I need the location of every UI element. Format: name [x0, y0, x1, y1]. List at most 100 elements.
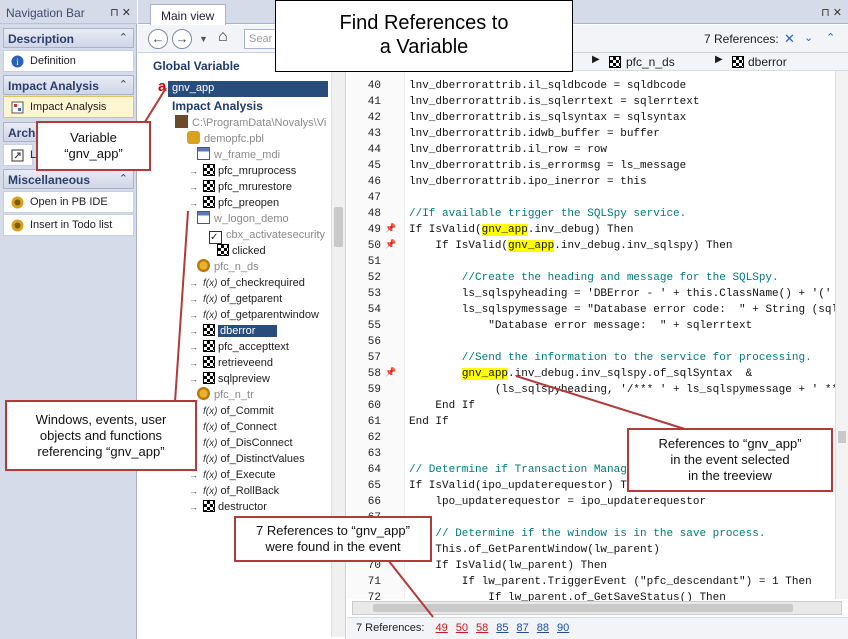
- function-icon: f(x): [203, 438, 218, 449]
- tree-row[interactable]: →f(x)of_Execute: [189, 467, 276, 483]
- code-line[interactable]: End If: [409, 416, 449, 428]
- section-impact-analysis[interactable]: Impact Analysis⌃: [3, 75, 134, 95]
- callout-line: in the treeview: [688, 468, 772, 483]
- chevron-up-icon[interactable]: ⌃: [118, 79, 128, 91]
- tree-row[interactable]: →pfc_preopen: [189, 195, 279, 211]
- tree-row[interactable]: →retrieveend: [189, 355, 273, 371]
- reference-link[interactable]: 87: [516, 622, 529, 634]
- code-line[interactable]: lnv_dberrorattrib.idwb_buffer = buffer: [409, 128, 660, 140]
- nav-item-arch[interactable]: L: [3, 144, 36, 166]
- code-line[interactable]: // Determine if the window is in the sav…: [409, 528, 766, 540]
- code-line[interactable]: lnv_dberrorattrib.is_errormsg = ls_messa…: [409, 160, 687, 172]
- code-line[interactable]: lnv_dberrorattrib.is_sqlsyntax = sqlsynt…: [409, 112, 687, 124]
- code-line[interactable]: gnv_app.inv_debug.inv_sqlspy.of_sqlSynta…: [461, 368, 753, 380]
- tree-row-label: pfc_n_ds: [214, 261, 259, 273]
- nav-item-label: Insert in Todo list: [30, 219, 113, 231]
- code-line[interactable]: //If available trigger the SQLSpy servic…: [409, 208, 687, 220]
- tree-row[interactable]: →pfc_accepttext: [189, 339, 289, 355]
- code-line[interactable]: (ls_sqlspyheading, '/*** ' + ls_sqlspyme…: [409, 384, 845, 396]
- tree-row[interactable]: →sqlpreview: [189, 371, 270, 387]
- code-line[interactable]: End If: [409, 400, 476, 412]
- reference-link[interactable]: 50: [455, 622, 469, 634]
- breadcrumb-event[interactable]: dberror: [748, 55, 787, 69]
- tree-row[interactable]: demopfc.pbl: [187, 131, 264, 147]
- navigation-bar-pin-close[interactable]: ⊓ ✕: [110, 7, 131, 19]
- found-callout: 7 References to “gnv_app” were found in …: [234, 516, 432, 562]
- tree-row[interactable]: →pfc_mrurestore: [189, 179, 292, 195]
- forward-button[interactable]: →: [172, 29, 192, 49]
- nav-item-impact-analysis[interactable]: Impact Analysis: [3, 96, 134, 118]
- nav-item-open-in-pb-ide[interactable]: Open in PB IDE: [3, 191, 134, 213]
- code-vertical-scrollbar[interactable]: [835, 71, 848, 599]
- code-line[interactable]: If IsValid(ipo_updaterequestor) T: [409, 480, 627, 492]
- reference-link[interactable]: 85: [496, 622, 509, 634]
- chevron-up-icon[interactable]: ⌃: [118, 32, 128, 44]
- callout-line: “gnv_app”: [64, 146, 123, 161]
- tree-row-label: of_RollBack: [220, 485, 280, 497]
- code-line[interactable]: This.of_GetParentWindow(lw_parent): [409, 544, 660, 556]
- tree-row[interactable]: →f(x)of_getparentwindow: [189, 307, 319, 323]
- tree-row[interactable]: →f(x)of_checkrequired: [189, 275, 305, 291]
- section-miscellaneous[interactable]: Miscellaneous ⌃: [3, 169, 134, 189]
- chevron-down-icon[interactable]: ⌄: [804, 32, 814, 44]
- tree-row[interactable]: pfc_n_tr: [197, 387, 254, 403]
- clear-search-icon[interactable]: ✕: [784, 31, 795, 46]
- code-line[interactable]: lnv_dberrorattrib.il_sqldbcode = sqldbco…: [409, 80, 687, 92]
- tree-scrollbar[interactable]: [331, 57, 345, 637]
- tree-row[interactable]: →pfc_mruprocess: [189, 163, 296, 179]
- nav-item-insert-todo[interactable]: Insert in Todo list: [3, 214, 134, 236]
- line-number: 60: [367, 400, 381, 412]
- code-line[interactable]: "Database error message: " + sqlerrtext: [409, 320, 753, 332]
- tab-main-view[interactable]: Main view: [150, 4, 226, 25]
- breadcrumb-object[interactable]: pfc_n_ds: [626, 55, 675, 69]
- tree-row[interactable]: →destructor: [189, 499, 267, 515]
- code-line[interactable]: If IsValid(lw_parent) Then: [409, 560, 608, 572]
- code-line[interactable]: lpo_updaterequestor = ipo_updaterequesto…: [409, 496, 707, 508]
- tree-row[interactable]: pfc_n_ds: [197, 259, 259, 275]
- tree-row[interactable]: C:\ProgramData\Novalys\Vi: [175, 115, 326, 131]
- history-dropdown-icon[interactable]: ▼: [199, 34, 208, 44]
- section-description[interactable]: Description⌃: [3, 28, 134, 48]
- tree-row[interactable]: clicked: [217, 243, 266, 259]
- tree-row[interactable]: →dberror: [189, 323, 278, 339]
- tree-row[interactable]: →f(x)of_getparent: [189, 291, 282, 307]
- tree-row[interactable]: w_logon_demo: [197, 211, 289, 227]
- line-number: 42: [367, 112, 381, 124]
- code-line[interactable]: lnv_dberrorattrib.il_row = row: [409, 144, 608, 156]
- reference-pin-icon[interactable]: 📌: [385, 223, 397, 233]
- section-label: Miscellaneous: [8, 173, 91, 187]
- tree-row[interactable]: w_frame_mdi: [197, 147, 280, 163]
- reference-pin-icon[interactable]: 📌: [385, 367, 397, 377]
- code-line[interactable]: If IsValid(gnv_app.inv_debug.inv_sqlspy)…: [409, 240, 733, 252]
- windows-callout: Windows, events, user objects and functi…: [5, 400, 197, 471]
- callout-line: Variable: [70, 130, 117, 145]
- global-variable-row[interactable]: gnv_app: [168, 81, 328, 97]
- code-line[interactable]: lnv_dberrorattrib.is_sqlerrtext = sqlerr…: [409, 96, 700, 108]
- nav-item-definition[interactable]: i Definition: [3, 50, 134, 72]
- code-horizontal-scrollbar[interactable]: [352, 601, 842, 615]
- code-line[interactable]: If IsValid(gnv_app.inv_debug) Then: [409, 224, 634, 236]
- code-line[interactable]: //Send the information to the service fo…: [409, 352, 812, 364]
- home-icon[interactable]: ⌂: [218, 28, 228, 45]
- tree-row-label: pfc_accepttext: [218, 341, 289, 353]
- back-button[interactable]: ←: [148, 29, 168, 49]
- tree-row[interactable]: →f(x)of_RollBack: [189, 483, 279, 499]
- reference-link[interactable]: 88: [536, 622, 550, 634]
- code-line[interactable]: lnv_dberrorattrib.ipo_inerror = this: [409, 176, 647, 188]
- tab-pin-close[interactable]: ⊓ ✕: [821, 7, 842, 19]
- code-line[interactable]: // Determine if Transaction Manag: [409, 464, 627, 476]
- tree-row[interactable]: ✓cbx_activatesecurity: [209, 227, 325, 244]
- code-line[interactable]: //Create the heading and message for the…: [409, 272, 779, 284]
- reference-link[interactable]: 49: [435, 622, 448, 634]
- code-line[interactable]: If lw_parent.TriggerEvent ("pfc_descenda…: [409, 576, 812, 588]
- search-input[interactable]: Sear: [244, 29, 278, 49]
- line-number: 55: [367, 320, 381, 332]
- reference-pin-icon[interactable]: 📌: [385, 239, 397, 249]
- reference-link[interactable]: 90: [557, 622, 570, 634]
- chevron-up-icon[interactable]: ⌃: [826, 32, 836, 44]
- code-line[interactable]: ls_sqlspymessage = "Database error code:…: [409, 304, 839, 316]
- chevron-up-icon[interactable]: ⌃: [118, 173, 128, 185]
- reference-link[interactable]: 58: [476, 622, 489, 634]
- line-number: 65: [367, 480, 381, 492]
- section-arch[interactable]: Arch: [3, 122, 37, 142]
